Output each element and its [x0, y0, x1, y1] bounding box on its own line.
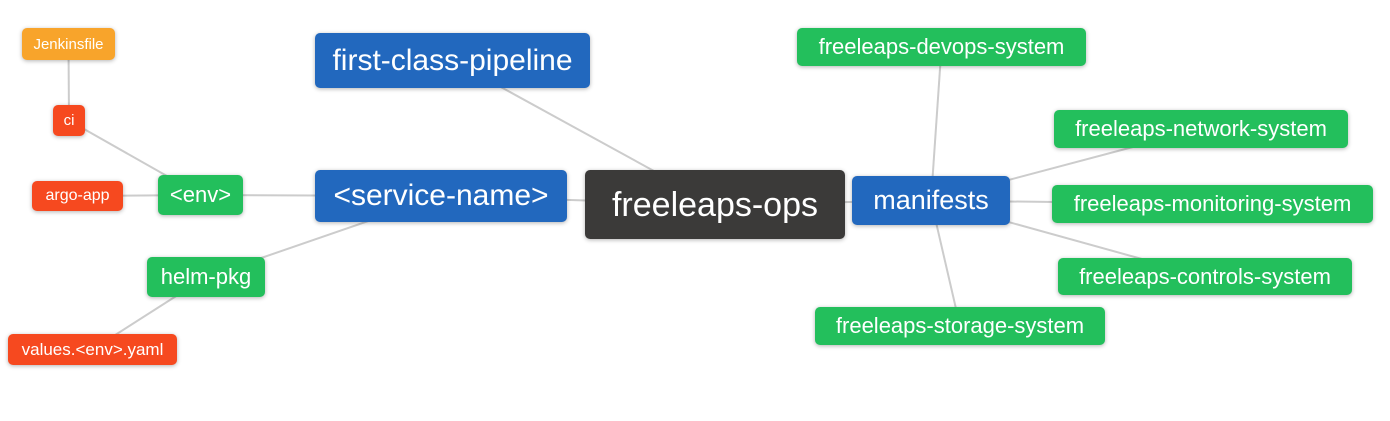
edge-manifests-freeleaps-devops-system	[930, 46, 943, 201]
node-label: freeleaps-ops	[611, 185, 818, 224]
node-label: manifests	[873, 185, 989, 215]
node-first-class-pipeline[interactable]: first-class-pipeline	[315, 33, 590, 88]
node-freeleaps-devops-system[interactable]: freeleaps-devops-system	[797, 28, 1086, 66]
node-freeleaps-ops[interactable]: freeleaps-ops	[585, 170, 845, 239]
node-label: freeleaps-controls-system	[1079, 263, 1331, 289]
node-label: Jenkinsfile	[33, 35, 104, 53]
node-freeleaps-storage-system[interactable]: freeleaps-storage-system	[815, 307, 1105, 345]
node-service-name[interactable]: <service-name>	[315, 170, 567, 222]
node-label: freeleaps-devops-system	[818, 34, 1065, 59]
node-label: helm-pkg	[160, 264, 252, 289]
node-manifests[interactable]: manifests	[852, 176, 1010, 225]
node-freeleaps-controls-system[interactable]: freeleaps-controls-system	[1058, 258, 1352, 295]
node-label: <env>	[169, 182, 232, 207]
node-values-env-yaml[interactable]: values.<env>.yaml	[8, 334, 177, 365]
node-label: argo-app	[45, 187, 110, 204]
node-helm-pkg[interactable]: helm-pkg	[147, 257, 265, 297]
node-argo-app[interactable]: argo-app	[32, 181, 123, 211]
node-ci[interactable]: ci	[53, 105, 85, 136]
node-label: values.<env>.yaml	[21, 340, 164, 359]
node-label: freeleaps-monitoring-system	[1073, 191, 1352, 216]
node-jenkinsfile[interactable]: Jenkinsfile	[22, 28, 115, 60]
node-label: freeleaps-storage-system	[835, 313, 1085, 338]
node-label: <service-name>	[333, 179, 549, 212]
node-label: ci	[63, 112, 75, 129]
node-label: freeleaps-network-system	[1075, 116, 1327, 141]
node-env[interactable]: <env>	[158, 175, 243, 215]
node-freeleaps-monitoring-system[interactable]: freeleaps-monitoring-system	[1052, 185, 1373, 223]
node-freeleaps-network-system[interactable]: freeleaps-network-system	[1054, 110, 1348, 148]
node-label: first-class-pipeline	[332, 43, 573, 77]
